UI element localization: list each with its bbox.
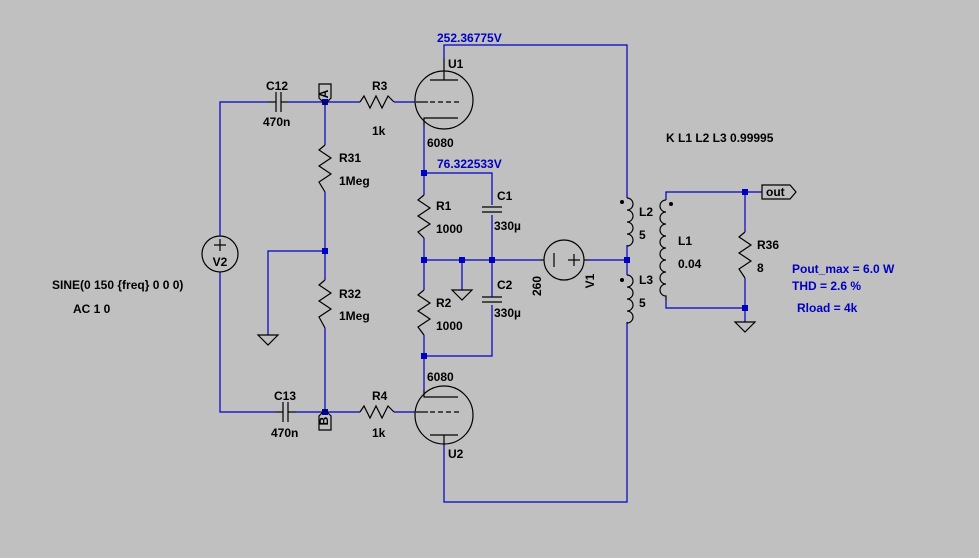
inductor-l3[interactable] bbox=[626, 274, 634, 324]
rload-annotation: Rload = 4k bbox=[797, 301, 858, 315]
resistor-r32[interactable] bbox=[317, 279, 333, 329]
l2-name: L2 bbox=[639, 205, 653, 219]
v2-ac: AC 1 0 bbox=[73, 302, 111, 316]
ground-symbol-2 bbox=[256, 334, 280, 346]
r3-name: R3 bbox=[372, 79, 388, 93]
net-flag-out[interactable]: out bbox=[761, 184, 797, 200]
tube-u1-model: 6080 bbox=[427, 136, 454, 150]
r36-name: R36 bbox=[757, 238, 779, 252]
v2-spec: SINE(0 150 {freq} 0 0 0) bbox=[52, 278, 183, 292]
l1-value: 0.04 bbox=[678, 257, 702, 271]
r2-value: 1000 bbox=[436, 319, 463, 333]
resistor-r2[interactable] bbox=[416, 289, 432, 336]
net-flag-b[interactable]: B bbox=[317, 409, 332, 431]
tube-u1-name: U1 bbox=[448, 57, 464, 71]
resistor-r1[interactable] bbox=[416, 194, 432, 239]
r2-name: R2 bbox=[436, 296, 452, 310]
tube-u2-model: 6080 bbox=[427, 370, 454, 384]
net-flag-a[interactable]: A bbox=[317, 83, 332, 105]
r1-value: 1000 bbox=[436, 222, 463, 236]
c12-value: 470n bbox=[263, 115, 290, 129]
inductor-l2[interactable] bbox=[626, 197, 634, 247]
r1-name: R1 bbox=[436, 199, 452, 213]
tube-u2-name: U2 bbox=[448, 447, 464, 461]
resistor-r36[interactable] bbox=[737, 231, 753, 279]
c2-value: 330µ bbox=[494, 306, 521, 320]
ground-symbol-1 bbox=[450, 289, 474, 301]
c12-name: C12 bbox=[266, 79, 288, 93]
r31-value: 1Meg bbox=[339, 174, 370, 188]
r4-name: R4 bbox=[372, 389, 388, 403]
v1-value: 260 bbox=[530, 276, 544, 296]
resistor-r31[interactable] bbox=[317, 144, 333, 193]
l3-name: L3 bbox=[639, 273, 653, 287]
capacitor-c12[interactable] bbox=[268, 92, 288, 112]
r36-value: 8 bbox=[757, 261, 764, 275]
node-voltage-cathode: 76.322533V bbox=[437, 157, 502, 171]
capacitor-c2[interactable] bbox=[482, 280, 502, 303]
l1-name: L1 bbox=[678, 234, 692, 248]
tube-u1[interactable] bbox=[414, 58, 474, 130]
ground-symbol-3 bbox=[733, 321, 757, 333]
c2-name: C2 bbox=[497, 278, 513, 292]
tube-u2[interactable] bbox=[414, 385, 474, 445]
v2-name: V2 bbox=[213, 255, 228, 269]
r4-value: 1k bbox=[372, 426, 386, 440]
junctions bbox=[322, 99, 748, 415]
capacitor-c1[interactable] bbox=[482, 206, 502, 213]
inductor-phase-dots bbox=[620, 200, 673, 282]
coupling-directive: K L1 L2 L3 0.99995 bbox=[666, 131, 774, 145]
resistor-r4[interactable] bbox=[359, 404, 395, 420]
l3-value: 5 bbox=[639, 296, 646, 310]
voltage-source-v2[interactable] bbox=[201, 235, 239, 273]
r3-value: 1k bbox=[372, 124, 386, 138]
inductor-l1[interactable] bbox=[659, 199, 667, 300]
c13-name: C13 bbox=[274, 389, 296, 403]
svg-text:A: A bbox=[317, 89, 331, 98]
c1-name: C1 bbox=[497, 189, 513, 203]
node-voltage-plate: 252.36775V bbox=[437, 31, 502, 45]
wires bbox=[219, 44, 762, 503]
c13-value: 470n bbox=[271, 426, 298, 440]
c1-value: 330µ bbox=[494, 219, 521, 233]
r31-name: R31 bbox=[339, 151, 361, 165]
r32-value: 1Meg bbox=[339, 309, 370, 323]
svg-text:out: out bbox=[766, 185, 785, 199]
r32-name: R32 bbox=[339, 287, 361, 301]
voltage-source-v1[interactable] bbox=[540, 239, 588, 281]
pout-annotation: Pout_max = 6.0 W bbox=[792, 262, 895, 276]
resistor-r3[interactable] bbox=[359, 94, 395, 110]
v1-name: V1 bbox=[583, 273, 597, 288]
capacitor-c13[interactable] bbox=[276, 402, 296, 422]
l2-value: 5 bbox=[639, 228, 646, 242]
svg-text:B: B bbox=[317, 416, 331, 425]
thd-annotation: THD = 2.6 % bbox=[792, 279, 861, 293]
